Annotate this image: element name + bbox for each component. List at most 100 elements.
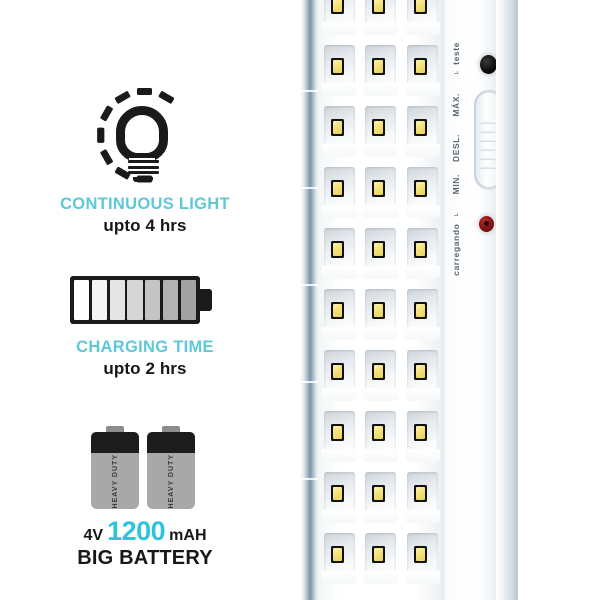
led-chip xyxy=(372,58,386,75)
led-module xyxy=(318,39,359,100)
led-lip xyxy=(322,571,357,584)
led-chip xyxy=(413,546,427,563)
feature-value: upto 4 hrs xyxy=(103,216,187,236)
battery-capacity-unit: mAH xyxy=(169,527,207,544)
led-module xyxy=(359,283,400,344)
led-lip xyxy=(363,510,399,523)
slider-rib xyxy=(479,148,499,151)
led-lip xyxy=(404,449,440,462)
led-lip xyxy=(363,327,399,340)
slider-rib xyxy=(479,166,499,169)
led-module xyxy=(359,222,400,283)
led-module xyxy=(401,100,442,161)
battery-cell: HEAVY DUTY xyxy=(91,426,139,510)
led-row xyxy=(318,344,442,405)
led-chip xyxy=(331,424,344,441)
charging-label: carregando ⌐ xyxy=(451,210,461,276)
led-lip xyxy=(404,83,440,96)
mode-min-label: MIN. xyxy=(451,174,461,195)
battery-charge-level-icon xyxy=(70,272,220,328)
led-chip xyxy=(413,241,427,258)
led-lip xyxy=(363,144,399,157)
led-lip xyxy=(322,22,357,35)
led-chip xyxy=(372,546,386,563)
slider-rib xyxy=(479,130,499,133)
led-module xyxy=(318,405,359,466)
battery-brand-label: HEAVY DUTY xyxy=(167,453,175,509)
led-module xyxy=(401,0,442,39)
led-chip xyxy=(413,58,427,75)
led-lip xyxy=(404,388,440,401)
led-lip xyxy=(322,205,357,218)
led-row xyxy=(318,0,442,39)
feature-caption: CHARGING TIME xyxy=(76,338,214,356)
led-chip xyxy=(331,485,344,502)
led-chip xyxy=(372,241,386,258)
led-chip xyxy=(331,119,344,136)
led-lip xyxy=(363,571,399,584)
led-lip xyxy=(404,510,440,523)
mode-max-label: MÁX. xyxy=(451,93,461,117)
led-chip xyxy=(413,0,427,14)
led-lip xyxy=(363,83,399,96)
led-chip xyxy=(331,180,344,197)
led-lip xyxy=(363,266,399,279)
led-module xyxy=(359,100,400,161)
led-module xyxy=(318,100,359,161)
led-row xyxy=(318,466,442,527)
led-module xyxy=(359,466,400,527)
led-lip xyxy=(404,144,440,157)
led-lip xyxy=(363,205,399,218)
led-chip xyxy=(331,363,344,380)
led-row xyxy=(318,161,442,222)
led-module xyxy=(401,222,442,283)
led-lip xyxy=(322,327,357,340)
battery-capacity-line: 4V 1200 mAH xyxy=(0,518,290,545)
led-lip xyxy=(322,449,357,462)
charging-indicator-led xyxy=(479,216,494,232)
led-chip xyxy=(413,485,427,502)
led-chip xyxy=(372,119,386,136)
led-module xyxy=(359,39,400,100)
led-chip xyxy=(413,363,427,380)
feature-big-battery: HEAVY DUTY HEAVY DUTY 4V 1200 mAH BIG BA… xyxy=(0,418,290,570)
led-lip xyxy=(404,327,440,340)
battery-cell: HEAVY DUTY xyxy=(147,426,195,510)
led-chip xyxy=(372,424,386,441)
led-chip xyxy=(372,485,386,502)
lamp-side-rail xyxy=(300,0,320,600)
led-module xyxy=(359,0,400,39)
led-chip xyxy=(372,0,386,14)
led-lip xyxy=(404,205,440,218)
led-module xyxy=(318,222,359,283)
emergency-lamp: ⌐ teste MÁX. DESL. MIN. carregando ⌐ xyxy=(296,0,518,600)
led-module xyxy=(359,405,400,466)
led-chip xyxy=(331,0,344,14)
led-module xyxy=(318,527,359,588)
led-module xyxy=(318,466,359,527)
led-lip xyxy=(322,83,357,96)
led-module xyxy=(401,527,442,588)
battery-brand-label: HEAVY DUTY xyxy=(111,453,119,509)
led-lip xyxy=(404,22,440,35)
led-row xyxy=(318,100,442,161)
slider-rib xyxy=(479,139,499,142)
led-lip xyxy=(404,571,440,584)
led-lip xyxy=(363,22,399,35)
feature-caption: CONTINUOUS LIGHT xyxy=(60,195,230,213)
battery-capacity: 1200 xyxy=(107,516,166,546)
lamp-right-edge xyxy=(496,0,518,600)
led-panel xyxy=(318,0,442,600)
led-module xyxy=(318,0,359,39)
test-button[interactable] xyxy=(480,55,497,74)
led-chip xyxy=(413,180,427,197)
led-module xyxy=(359,344,400,405)
led-module xyxy=(318,283,359,344)
battery-voltage: 4V xyxy=(83,527,104,544)
test-label: ⌐ teste xyxy=(451,42,461,79)
mode-off-label: DESL. xyxy=(451,134,461,163)
led-chip xyxy=(372,302,386,319)
led-module xyxy=(401,39,442,100)
led-lip xyxy=(322,510,357,523)
